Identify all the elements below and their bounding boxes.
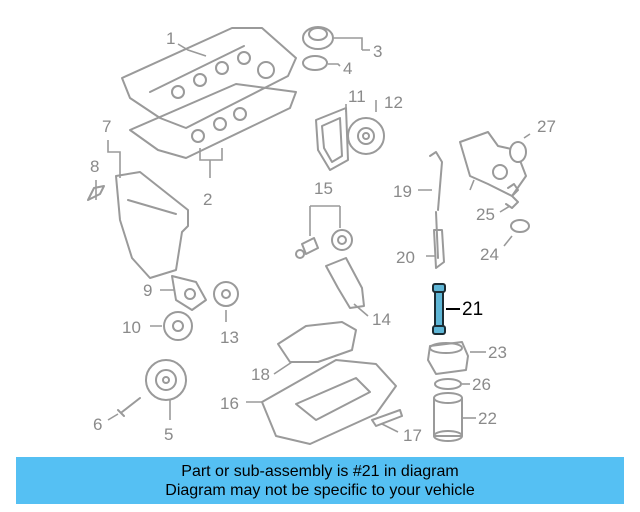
callout-4: 4 — [343, 59, 352, 78]
callout-18: 18 — [251, 365, 270, 384]
oil-filter-housing-part — [427, 341, 469, 375]
callout-11: 11 — [348, 87, 366, 106]
callout-27: 27 — [537, 117, 556, 136]
oil-pump-housing-part — [459, 131, 527, 197]
oil-pump-cap-part — [509, 141, 527, 163]
callout-1: 1 — [166, 29, 175, 48]
callout-23: 23 — [488, 343, 507, 362]
callout-14: 14 — [372, 310, 391, 329]
timing-cover-part — [115, 171, 189, 279]
callout-8: 8 — [90, 157, 99, 176]
callout-25: 25 — [476, 205, 495, 224]
callout-10: 10 — [122, 318, 141, 337]
oil-pan-part — [261, 359, 397, 445]
tensioner-pulley-part — [163, 311, 193, 341]
drain-plug-part — [371, 409, 403, 427]
idler-pulley-part — [331, 229, 353, 251]
parts-diagram: 1 2 3 4 7 8 11 12 — [87, 26, 556, 445]
callout-15: 15 — [314, 179, 333, 198]
valve-cover-gasket-part — [129, 83, 297, 159]
oil-cap-seal-part — [302, 55, 328, 71]
idler-bolt-part — [295, 237, 319, 259]
engine-bracket-part — [325, 257, 365, 309]
callout-26: 26 — [472, 375, 491, 394]
callout-21: 21 — [462, 299, 483, 320]
callout-17: 17 — [403, 426, 422, 445]
oil-pan-baffle-part — [277, 321, 357, 363]
callout-16: 16 — [220, 394, 239, 413]
pulley-bolt-part — [117, 397, 141, 417]
crankshaft-pulley-part — [145, 359, 187, 401]
caption-line-disclaimer: Diagram may not be specific to your vehi… — [165, 481, 475, 499]
relief-spring-part — [505, 183, 519, 209]
callout-9: 9 — [143, 281, 152, 300]
callout-7: 7 — [102, 117, 111, 136]
callout-22: 22 — [478, 409, 497, 428]
callout-5: 5 — [164, 425, 173, 444]
dipstick-part — [429, 151, 443, 259]
crankshaft-sprocket-part — [213, 281, 239, 307]
callout-13: 13 — [220, 328, 239, 347]
camshaft-sprocket-part — [347, 117, 385, 155]
pump-seal-part — [510, 219, 530, 233]
callout-19: 19 — [393, 182, 412, 201]
callout-12: 12 — [384, 93, 403, 112]
callout-3: 3 — [373, 42, 382, 61]
highlighted-part-21 — [432, 283, 446, 335]
timing-belt-part — [315, 107, 349, 171]
callout-6: 6 — [93, 415, 102, 434]
valve-cover-part — [121, 27, 297, 129]
tensioner-bracket-part — [171, 275, 207, 311]
callout-24: 24 — [480, 245, 499, 264]
callout-2: 2 — [203, 190, 212, 209]
filter-o-ring-part — [434, 378, 462, 390]
oil-filter-part — [433, 392, 463, 442]
callout-20: 20 — [396, 248, 415, 267]
oil-filler-cap-part — [302, 26, 334, 50]
caption-line-part-number: Part or sub-assembly is #21 in diagram — [181, 462, 459, 480]
caption-banner: Part or sub-assembly is #21 in diagram D… — [16, 457, 624, 504]
dipstick-tube-part — [433, 229, 445, 269]
